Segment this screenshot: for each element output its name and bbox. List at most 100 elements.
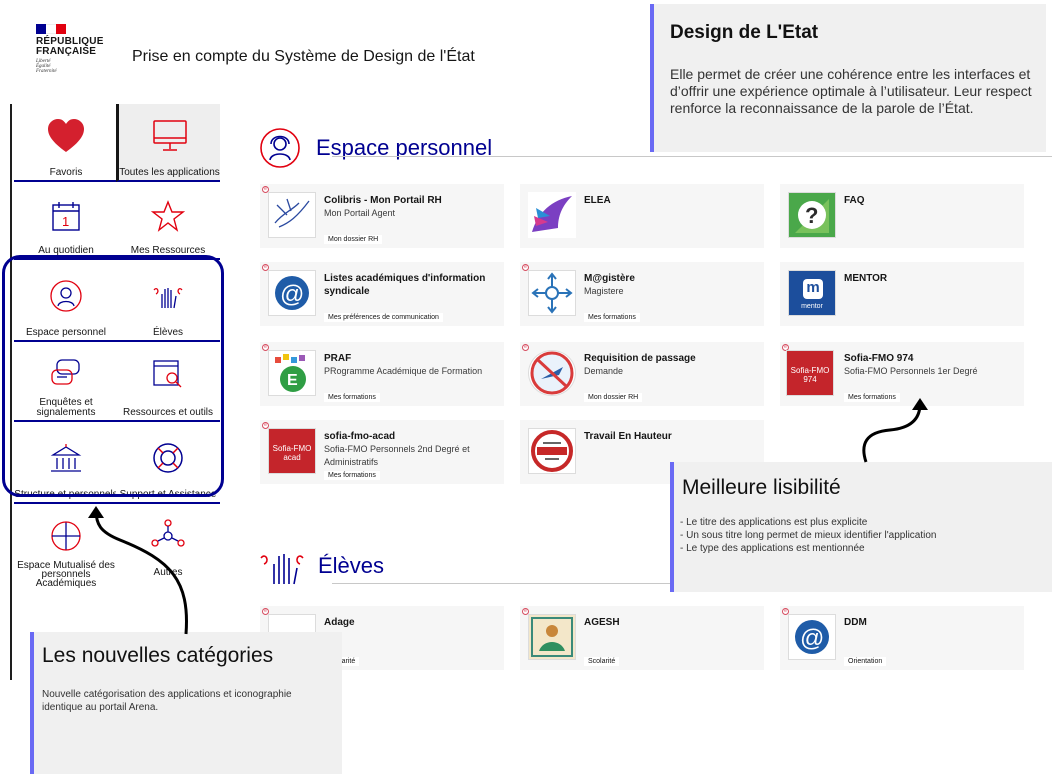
heart-icon [14, 116, 118, 156]
category-eleves[interactable]: Élèves [116, 264, 220, 342]
sofia974-logo-text: Sofia-FMO 974 [790, 366, 830, 384]
app-card-requisition[interactable]: e Requisition de passage Demande Mon dos… [520, 342, 764, 406]
category-label: Mes Ressources [130, 245, 206, 256]
category-mutualise[interactable]: Espace Mutualisé des personnels Académiq… [14, 510, 118, 596]
republique-francaise-logo[interactable]: RÉPUBLIQUE FRANÇAISE Liberté Égalité Fra… [36, 24, 116, 74]
puzzle-icon [14, 516, 118, 556]
mentor-logo-text: mentor [801, 303, 823, 310]
requisition-logo [528, 350, 576, 396]
app-card-faq[interactable]: ? FAQ [780, 184, 1024, 248]
at-sign-logo: @ [788, 614, 836, 660]
app-type-tag: Orientation [844, 657, 887, 666]
user-headset-icon [14, 276, 118, 316]
app-card-elea[interactable]: ELEA [520, 184, 764, 248]
app-card-sofia974[interactable]: e Sofia-FMO 974 Sofia-FMO 974 Sofia-FMO … [780, 342, 1024, 406]
category-ressources-outils[interactable]: Ressources et outils [116, 346, 220, 422]
category-ressources[interactable]: Mes Ressources [116, 184, 220, 260]
app-subtitle: Magistere [584, 286, 624, 296]
app-type-tag: Scolarité [584, 657, 620, 666]
callout-design-etat: Design de L'Etat Elle permet de créer un… [650, 4, 1046, 152]
section-header-eleves: Élèves [258, 544, 384, 588]
mentor-logo: m mentor [788, 270, 836, 316]
app-type-tag: Mes formations [324, 393, 380, 402]
category-label: Espace Mutualisé des personnels Académiq… [17, 560, 115, 589]
app-title: Colibris - Mon Portail RH [324, 195, 442, 206]
motto-2: Égalité [36, 64, 51, 69]
callout-title: Les nouvelles catégories [42, 644, 274, 667]
category-quotidien[interactable]: 1 Au quotidien [14, 184, 118, 260]
app-type-tag: Mon dossier RH [584, 393, 643, 402]
arrow-head-categories [88, 506, 104, 518]
callout-item: - Un sous titre long permet de mieux ide… [680, 530, 937, 541]
app-title: Listes académiques d'information syndica… [324, 273, 486, 297]
sidebar-border [10, 104, 12, 680]
callout-text: Nouvelle catégorisation des applications… [42, 689, 292, 713]
at-sign-logo: @ [268, 270, 316, 316]
app-title: Adage [324, 617, 355, 628]
external-badge-icon: e [522, 344, 529, 351]
calendar-icon: 1 [14, 196, 118, 236]
app-subtitle: PRogramme Académique de Formation [324, 366, 483, 376]
app-card-colibris[interactable]: e Colibris - Mon Portail RH Mon Portail … [260, 184, 504, 248]
callout-title: Design de L'Etat [670, 22, 819, 43]
section-title: Élèves [318, 553, 385, 578]
external-badge-icon: e [262, 186, 269, 193]
agesh-logo [528, 614, 576, 660]
window-search-icon [116, 354, 220, 394]
sofia-acad-logo-text: Sofia-FMO acad [272, 444, 312, 462]
section-title: Espace personnel [316, 135, 493, 160]
app-card-listes[interactable]: e @ Listes académiques d'information syn… [260, 262, 504, 326]
external-badge-icon: e [522, 264, 529, 271]
sofia-acad-logo: Sofia-FMO acad [268, 428, 316, 474]
flag-icon [36, 24, 66, 34]
app-card-ddm[interactable]: e @ DDM Orientation [780, 606, 1024, 670]
svg-text:@: @ [800, 625, 824, 652]
raised-hand-icon [116, 276, 220, 316]
svg-text:?: ? [805, 203, 818, 228]
app-card-agesh[interactable]: e AGESH Scolarité [520, 606, 764, 670]
category-espace-personnel[interactable]: Espace personnel [14, 264, 118, 342]
app-type-tag: Mes formations [324, 471, 380, 480]
external-badge-icon: e [262, 344, 269, 351]
logo-line1: RÉPUBLIQUE [36, 36, 104, 47]
category-label: Favoris [49, 167, 83, 178]
app-subtitle: Sofia-FMO Personnels 1er Degré [844, 366, 978, 376]
arrow-categories [94, 509, 188, 635]
faq-logo: ? [788, 192, 836, 238]
app-subtitle: Demande [584, 366, 624, 376]
category-label: Autres [153, 567, 183, 578]
svg-text:@: @ [280, 281, 304, 308]
category-label: Enquêtes et signalements [36, 397, 96, 418]
network-icon [116, 516, 220, 556]
external-badge-icon: e [262, 422, 269, 429]
app-card-mentor[interactable]: m mentor MENTOR [780, 262, 1024, 326]
category-autres[interactable]: Autres [116, 510, 220, 596]
category-sidebar: Favoris Toutes les applications 1 Au quo… [10, 104, 228, 596]
app-type-tag: Mes formations [844, 393, 900, 402]
app-card-magistere[interactable]: e M@gistère Magistere Mes formations [520, 262, 764, 326]
app-type-tag: Mon dossier RH [324, 235, 383, 244]
app-title: Travail En Hauteur [584, 431, 672, 442]
svg-text:1: 1 [62, 214, 69, 229]
monitor-icon [119, 116, 220, 156]
app-title: AGESH [584, 617, 620, 628]
app-title: FAQ [844, 195, 865, 206]
app-card-praf[interactable]: e E PRAF PRogramme Académique de Formati… [260, 342, 504, 406]
site-title: Prise en compte du Système de Design de … [132, 48, 475, 65]
category-favoris[interactable]: Favoris [14, 104, 118, 182]
category-toutes[interactable]: Toutes les applications [116, 104, 220, 182]
app-title: PRAF [324, 353, 352, 364]
category-label: Espace personnel [25, 327, 107, 338]
category-enquetes[interactable]: Enquêtes et signalements [14, 346, 118, 422]
category-label: Au quotidien [38, 245, 94, 256]
category-label: Ressources et outils [122, 407, 214, 418]
lifebuoy-icon [116, 438, 220, 478]
app-card-sofia-acad[interactable]: e Sofia-FMO acad sofia-fmo-acad Sofia-FM… [260, 420, 504, 484]
app-title: MENTOR [844, 273, 888, 284]
new-categories-highlight [2, 255, 224, 497]
external-badge-icon: e [262, 608, 269, 615]
external-badge-icon: e [262, 264, 269, 271]
app-title: M@gistère [584, 273, 635, 284]
svg-text:E: E [287, 372, 298, 389]
